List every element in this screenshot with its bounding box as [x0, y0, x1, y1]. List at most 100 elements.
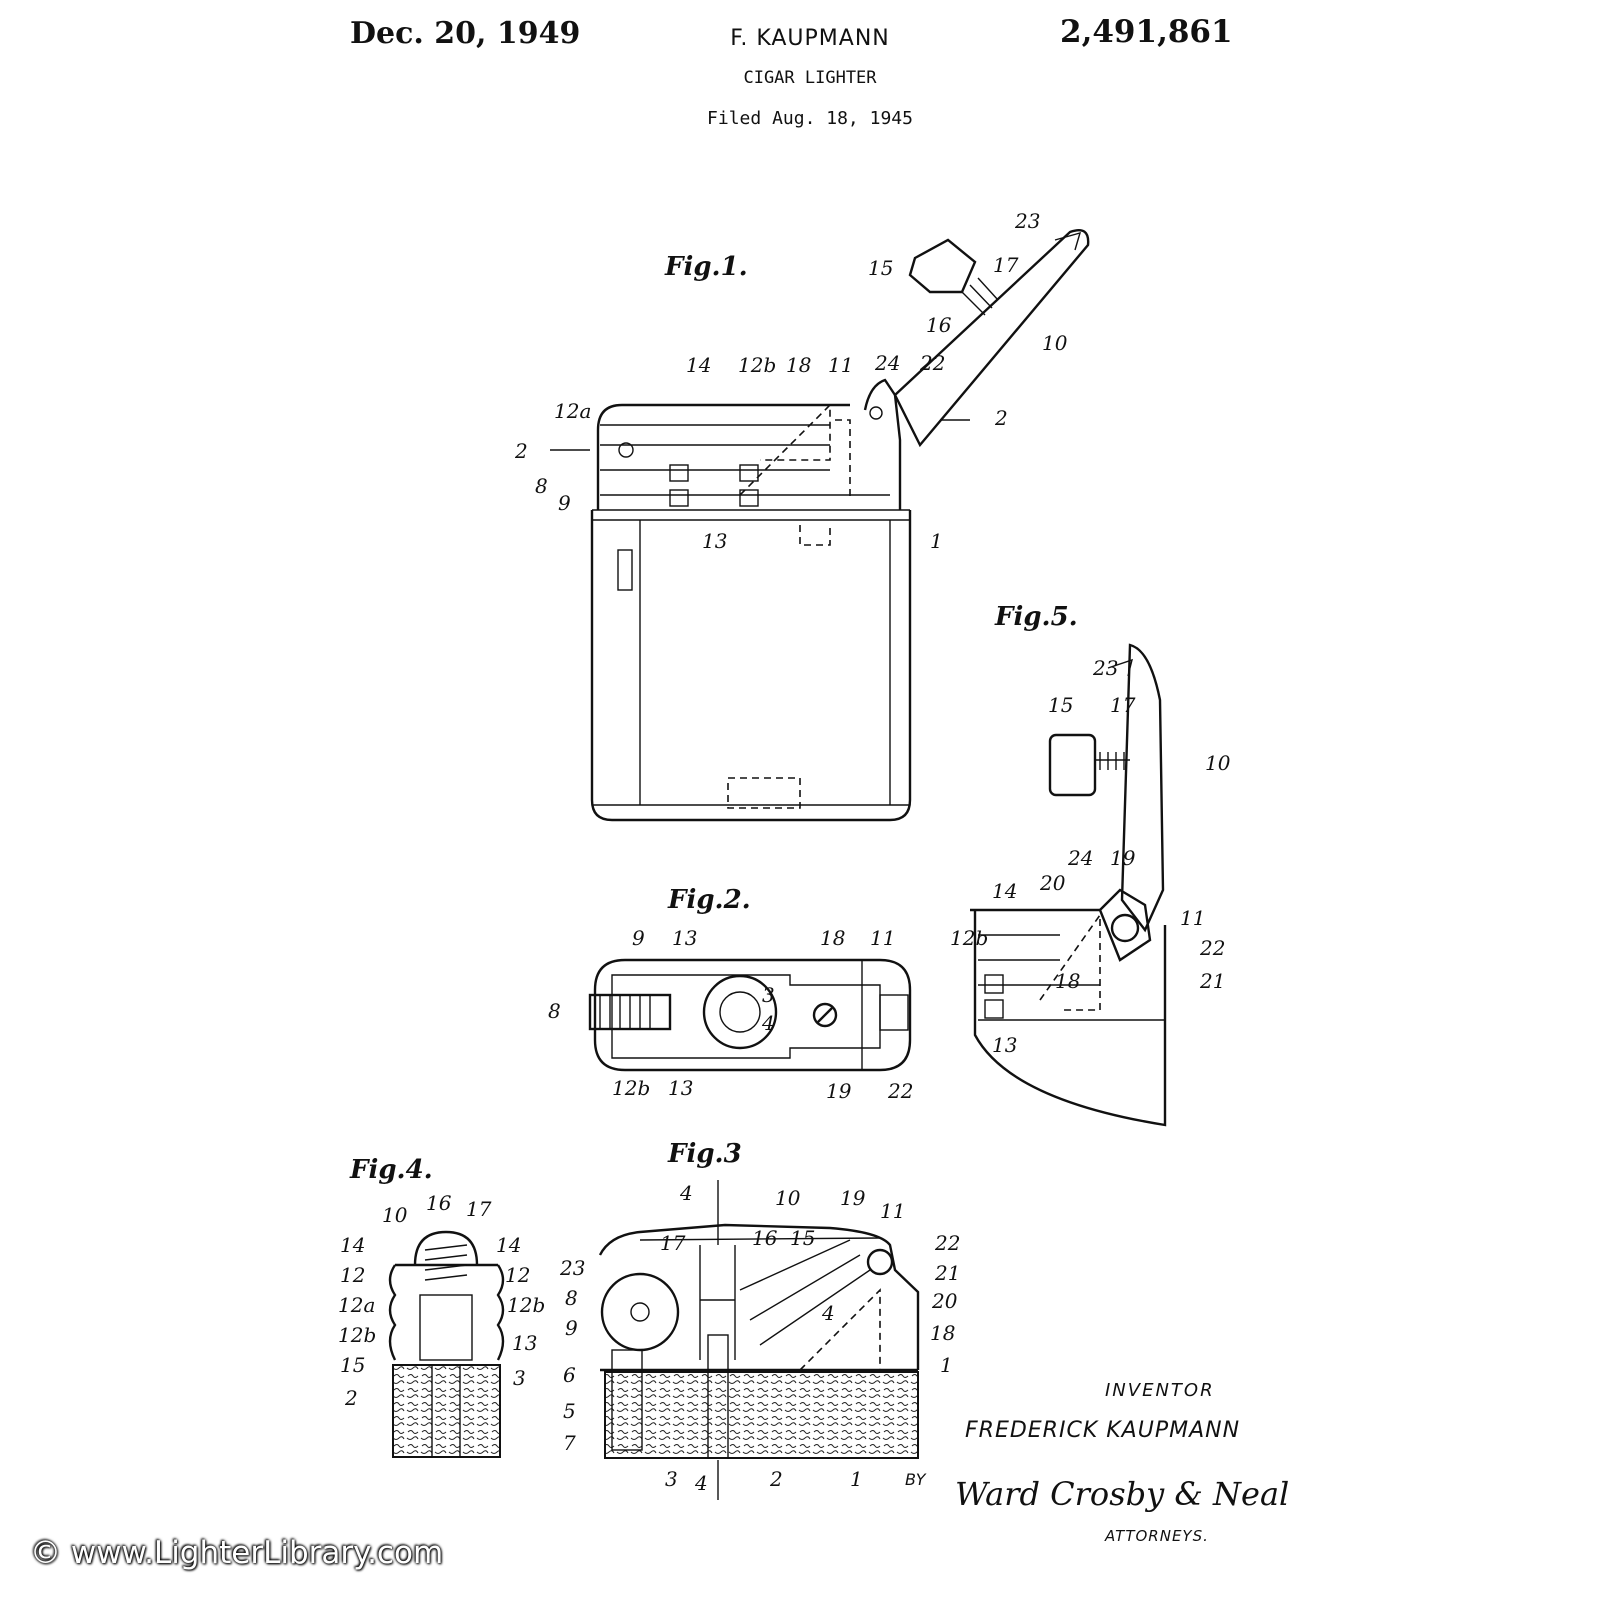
- fig1-part-15: [908, 238, 977, 294]
- fig1-label-2-left: 2: [514, 439, 528, 463]
- fig3-label-8: 8: [565, 1286, 578, 1310]
- fig2-label-3: 3: [762, 983, 775, 1007]
- fig5-label-24: 24: [1067, 846, 1093, 870]
- fig3-label-1-right: 1: [940, 1353, 953, 1377]
- fig3-title: Fig.3: [667, 1139, 742, 1169]
- fig3-label-17: 17: [660, 1231, 686, 1255]
- fig4-label-14-right: 14: [496, 1233, 521, 1257]
- fig2-label-4: 4: [761, 1011, 775, 1035]
- fig4-label-13: 13: [512, 1331, 537, 1355]
- fig2-outline: [593, 958, 912, 1072]
- fig4-label-15: 15: [340, 1353, 365, 1377]
- fig4-label-12-left: 12: [340, 1263, 365, 1287]
- fig2-wick-ring: [702, 974, 778, 1050]
- fig3-wheel: [600, 1272, 680, 1352]
- fig1-label-11: 11: [828, 353, 853, 377]
- fig5-label-15: 15: [1048, 693, 1073, 717]
- fig3-label-23: 23: [559, 1256, 585, 1280]
- figure-5: Fig.5. 23 15 17 10 24 19 20 14 11 12b 22…: [950, 602, 1231, 1127]
- fig2-label-8: 8: [548, 999, 561, 1023]
- fig5-label-11: 11: [1180, 906, 1205, 930]
- watermark: © www.LighterLibrary.com: [30, 1535, 444, 1571]
- fig2-label-22: 22: [887, 1079, 913, 1103]
- fig1-label-14: 14: [686, 353, 711, 377]
- fig5-label-12b: 12b: [950, 926, 988, 950]
- fig1-label-23: 23: [1014, 209, 1040, 233]
- fig2-label-13-top: 13: [672, 926, 697, 950]
- figure-2: Fig.2. 9 13 18 11 8 3 4 12b 13 19 22: [548, 885, 913, 1103]
- fig2-label-9: 9: [632, 926, 645, 950]
- fig1-label-2-right: 2: [994, 406, 1008, 430]
- fig2-label-19: 19: [826, 1079, 852, 1103]
- fig2-title: Fig.2.: [667, 885, 751, 915]
- fig2-label-12b: 12b: [612, 1076, 650, 1100]
- fig3-label-5: 5: [563, 1399, 576, 1423]
- fig3-label-20: 20: [931, 1289, 958, 1313]
- fig3-label-10: 10: [775, 1186, 801, 1210]
- fig5-label-23: 23: [1092, 656, 1118, 680]
- fig1-label-12a: 12a: [554, 399, 591, 423]
- fig5-label-18: 18: [1055, 969, 1080, 993]
- fig3-label-2: 2: [769, 1467, 783, 1491]
- fig1-label-24: 24: [874, 351, 900, 375]
- fig4-label-12-right: 12: [505, 1263, 530, 1287]
- fig1-label-8: 8: [535, 474, 548, 498]
- fig1-label-22: 22: [919, 351, 945, 375]
- fig4-label-12b-right: 12b: [507, 1293, 545, 1317]
- inventor-full-name: FREDERICK KAUPMANN: [965, 1418, 1241, 1443]
- fig1-label-10: 10: [1042, 331, 1068, 355]
- figure-1: Fig.1. 23 15 17 16: [514, 209, 1090, 822]
- fig1-title: Fig.1.: [664, 252, 748, 282]
- fig3-label-4-bottom: 4: [694, 1471, 708, 1495]
- fig5-label-13: 13: [992, 1033, 1017, 1057]
- fig1-label-12b: 12b: [738, 353, 776, 377]
- fig1-cap: [596, 403, 850, 510]
- filed-date: Filed Aug. 18, 1945: [707, 108, 913, 129]
- fig3-label-21: 21: [934, 1261, 960, 1285]
- fig1-label-17: 17: [993, 253, 1019, 277]
- inventor-label: INVENTOR: [1105, 1380, 1215, 1401]
- patent-number: 2,491,861: [1060, 14, 1233, 50]
- fig2-label-18: 18: [820, 926, 845, 950]
- fig3-label-19: 19: [840, 1186, 866, 1210]
- fig4-label-12a: 12a: [338, 1293, 375, 1317]
- fig5-label-17: 17: [1110, 693, 1136, 717]
- fig3-label-3: 3: [665, 1467, 678, 1491]
- fig5-label-21: 21: [1199, 969, 1225, 993]
- fig1-label-18: 18: [786, 353, 811, 377]
- fig4-title: Fig.4.: [349, 1155, 433, 1185]
- fig1-label-16: 16: [926, 313, 952, 337]
- fig5-title: Fig.5.: [994, 602, 1078, 632]
- fig5-label-20: 20: [1039, 871, 1066, 895]
- fig1-label-9: 9: [558, 491, 571, 515]
- fig3-label-4-mid: 4: [821, 1301, 835, 1325]
- fig2-label-13-bottom: 13: [668, 1076, 693, 1100]
- fig3-label-1-bottom: 1: [850, 1467, 863, 1491]
- fig3-label-15: 15: [790, 1226, 815, 1250]
- fig4-label-2: 2: [344, 1386, 358, 1410]
- fig4-label-12b-left: 12b: [338, 1323, 376, 1347]
- inventor-surname: F. KAUPMANN: [730, 26, 890, 51]
- fig4-label-14-left: 14: [340, 1233, 365, 1257]
- figure-3: Fig.3 4 10 19 11 17 16 15 22 23 21 8 20 …: [559, 1139, 960, 1500]
- fig5-part-15: [1048, 733, 1097, 797]
- fig1-lid: [893, 228, 1090, 448]
- attorney-signature: Ward Crosby & Neal: [955, 1475, 1290, 1513]
- fig3-label-6: 6: [563, 1363, 576, 1387]
- by-label: BY: [905, 1470, 926, 1489]
- fig2-label-11: 11: [870, 926, 895, 950]
- patent-title: CIGAR LIGHTER: [743, 68, 877, 88]
- fig4-label-10: 10: [382, 1203, 408, 1227]
- fig5-label-19: 19: [1110, 846, 1136, 870]
- fig3-label-11: 11: [880, 1199, 905, 1223]
- fig3-label-7: 7: [563, 1431, 576, 1455]
- fig4-fuel-chamber: [392, 1364, 501, 1458]
- fig3-label-16: 16: [752, 1226, 778, 1250]
- fig4-label-17: 17: [466, 1197, 492, 1221]
- fig1-case-body: [590, 510, 912, 822]
- fig4-cap: [413, 1230, 479, 1266]
- fig3-label-4-top: 4: [679, 1181, 693, 1205]
- fig3-fuel-chamber: [604, 1371, 919, 1459]
- figure-4: Fig.4. 10 16 17 14 14 12 12 12a 12b 12b …: [338, 1155, 545, 1458]
